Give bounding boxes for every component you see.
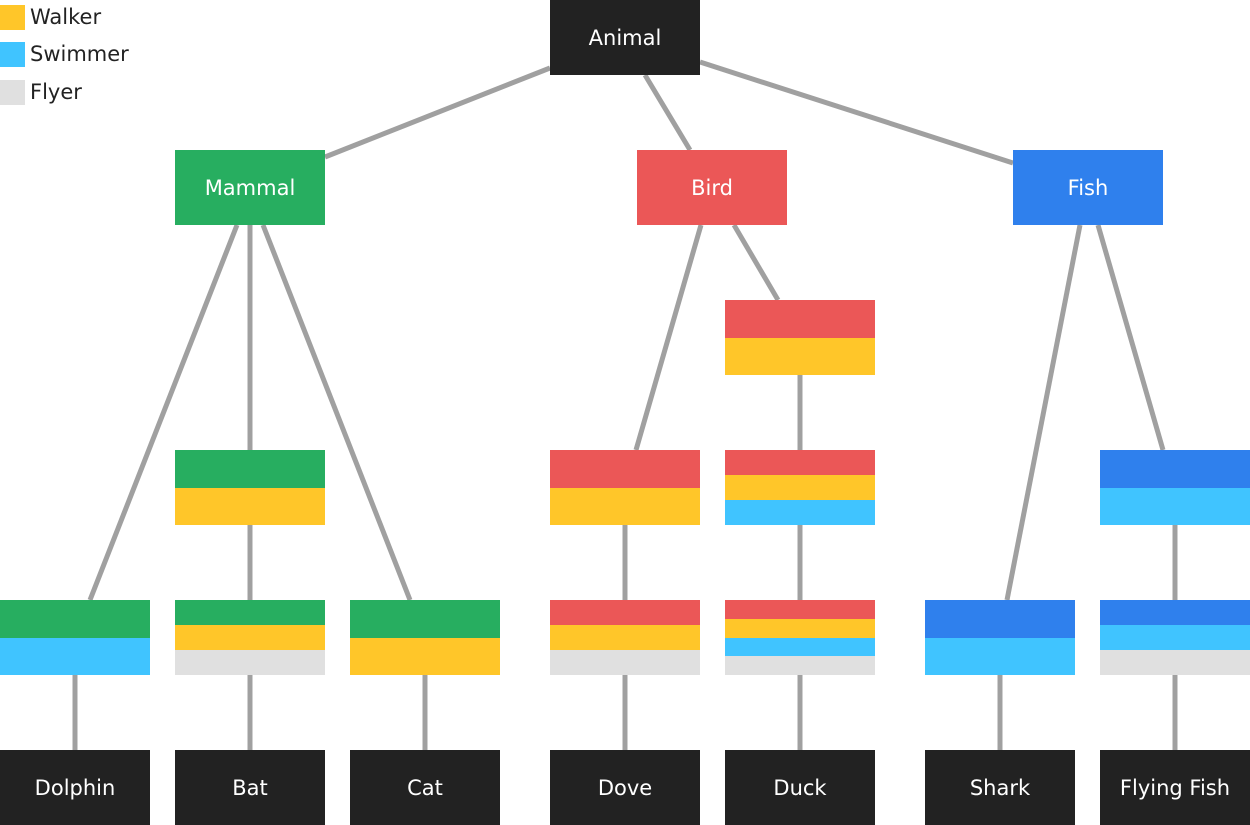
band-walker [175, 625, 325, 650]
edge-mammal-dolphin [87, 224, 240, 601]
stack-shark[interactable] [925, 600, 1075, 675]
band-bird [725, 600, 875, 619]
legend-label-swimmer: Swimmer [30, 42, 129, 66]
node-flying-fish-label: Flying Fish [1119, 775, 1231, 800]
band-flyer [550, 650, 700, 675]
edge-fish-shark [1004, 224, 1083, 601]
node-fish[interactable]: Fish [1013, 150, 1163, 225]
band-flyer [175, 650, 325, 675]
stack-flying-fish[interactable] [1100, 600, 1250, 675]
stack-fish-swimmer[interactable] [1100, 450, 1250, 525]
band-walker [725, 337, 875, 375]
legend-label-flyer: Flyer [30, 80, 82, 104]
node-bird-label: Bird [691, 175, 733, 200]
legend-item-swimmer: Swimmer [0, 39, 129, 69]
node-animal[interactable]: Animal [550, 0, 700, 75]
band-swimmer [925, 637, 1075, 675]
edge-mammal-cat [260, 224, 413, 601]
stack-mammal-walker[interactable] [175, 450, 325, 525]
band-bird [550, 600, 700, 625]
node-dove-label: Dove [597, 775, 653, 800]
stack-bird-walker[interactable] [550, 450, 700, 525]
band-bird [725, 450, 875, 475]
band-swimmer [1100, 487, 1250, 525]
edge-animal-bird [642, 73, 693, 152]
band-swimmer [1100, 625, 1250, 650]
stack-cat[interactable] [350, 600, 500, 675]
legend-label-walker: Walker [30, 5, 102, 29]
stack-bird-walker-top[interactable] [725, 300, 875, 375]
node-duck[interactable]: Duck [725, 750, 875, 825]
band-flyer [1100, 650, 1250, 675]
node-flying-fish[interactable]: Flying Fish [1100, 750, 1250, 825]
band-mammal [350, 600, 500, 638]
band-bird [550, 450, 700, 488]
band-walker [550, 625, 700, 650]
edge-bird-walker-top [731, 223, 781, 302]
legend-item-flyer: Flyer [0, 77, 82, 107]
band-swimmer [0, 637, 150, 675]
node-mammal[interactable]: Mammal [175, 150, 325, 225]
node-bird[interactable]: Bird [637, 150, 787, 225]
band-walker [175, 487, 325, 525]
node-bat-label: Bat [232, 775, 268, 800]
stack-bat[interactable] [175, 600, 325, 675]
swimmer-swatch-icon [0, 41, 25, 67]
walker-swatch-icon [0, 4, 25, 30]
stack-dove[interactable] [550, 600, 700, 675]
node-shark[interactable]: Shark [925, 750, 1075, 825]
band-mammal [175, 600, 325, 625]
node-shark-label: Shark [969, 775, 1031, 800]
band-fish [1100, 450, 1250, 488]
node-dolphin[interactable]: Dolphin [0, 750, 150, 825]
band-walker [550, 487, 700, 525]
node-dove[interactable]: Dove [550, 750, 700, 825]
band-flyer [725, 656, 875, 675]
band-bird [725, 300, 875, 338]
band-mammal [0, 600, 150, 638]
stack-dolphin[interactable] [0, 600, 150, 675]
edge-animal-fish [699, 59, 1014, 166]
edge-fish-fish-swimmer [1095, 224, 1166, 451]
node-duck-label: Duck [773, 775, 827, 800]
node-bat[interactable]: Bat [175, 750, 325, 825]
stack-duck[interactable] [725, 600, 875, 675]
band-swimmer [725, 500, 875, 525]
stack-bird-walker-swimmer[interactable] [725, 450, 875, 525]
band-walker [725, 475, 875, 500]
edge-animal-mammal [324, 65, 551, 160]
node-fish-label: Fish [1067, 175, 1109, 200]
node-cat-label: Cat [407, 775, 443, 800]
band-fish [925, 600, 1075, 638]
node-mammal-label: Mammal [204, 175, 296, 200]
node-cat[interactable]: Cat [350, 750, 500, 825]
node-dolphin-label: Dolphin [34, 775, 116, 800]
band-fish [1100, 600, 1250, 625]
node-animal-label: Animal [588, 25, 662, 50]
band-walker [725, 618, 875, 638]
flyer-swatch-icon [0, 79, 25, 105]
band-walker [350, 637, 500, 675]
legend-item-walker: Walker [0, 2, 101, 32]
band-mammal [175, 450, 325, 488]
band-swimmer [725, 637, 875, 657]
edge-bird-dove-stack [633, 224, 704, 451]
